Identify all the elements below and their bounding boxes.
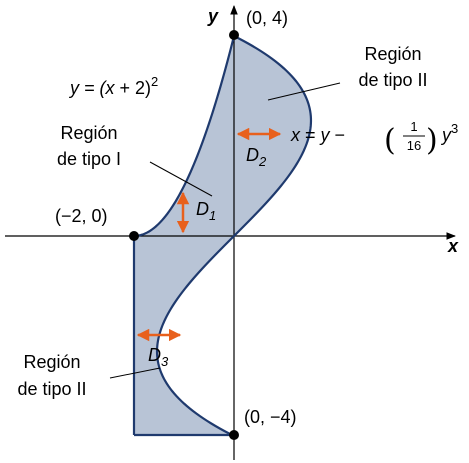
point-top-label: (0, 4)	[246, 8, 288, 28]
point-top	[229, 30, 239, 40]
svg-text:x = y −: x = y −	[290, 125, 345, 145]
point-left-label: (−2, 0)	[55, 206, 108, 226]
d2-label: D2	[246, 145, 267, 169]
d3-label: D3	[148, 345, 169, 369]
leader-type-ii-upper	[267, 82, 341, 101]
leader-type-i	[149, 161, 213, 197]
svg-text:(: (	[384, 123, 396, 158]
leader-type-ii-lower	[109, 367, 161, 379]
point-bottom	[229, 430, 239, 440]
region-type-i-line2: de tipo I	[57, 149, 121, 169]
shaded-region-lower	[134, 236, 234, 436]
region-type-ii-lower-line1: Región	[23, 352, 80, 372]
region-type-i-line1: Región	[60, 123, 117, 143]
y-axis-label: y	[207, 6, 219, 26]
point-left	[129, 231, 139, 241]
shaded-region-upper	[134, 36, 311, 236]
region-type-ii-upper-line2: de tipo II	[358, 70, 427, 90]
parabola-curve	[133, 35, 236, 238]
fraction-denominator: 16	[407, 138, 421, 153]
d1-label: D1	[196, 199, 216, 223]
cubic-equation: x = y − ( 1 16 ) y3	[290, 119, 458, 158]
point-bottom-label: (0, −4)	[244, 407, 297, 427]
svg-text:): )	[426, 123, 438, 158]
region-type-ii-upper-line1: Región	[364, 44, 421, 64]
svg-text:y3: y3	[440, 121, 458, 145]
fraction-numerator: 1	[410, 119, 417, 134]
x-axis-label: x	[447, 236, 459, 256]
parabola-equation: y = (x + 2)2	[68, 74, 158, 98]
region-type-ii-lower-line2: de tipo II	[17, 379, 86, 399]
cubic-curve-upper	[233, 35, 313, 237]
